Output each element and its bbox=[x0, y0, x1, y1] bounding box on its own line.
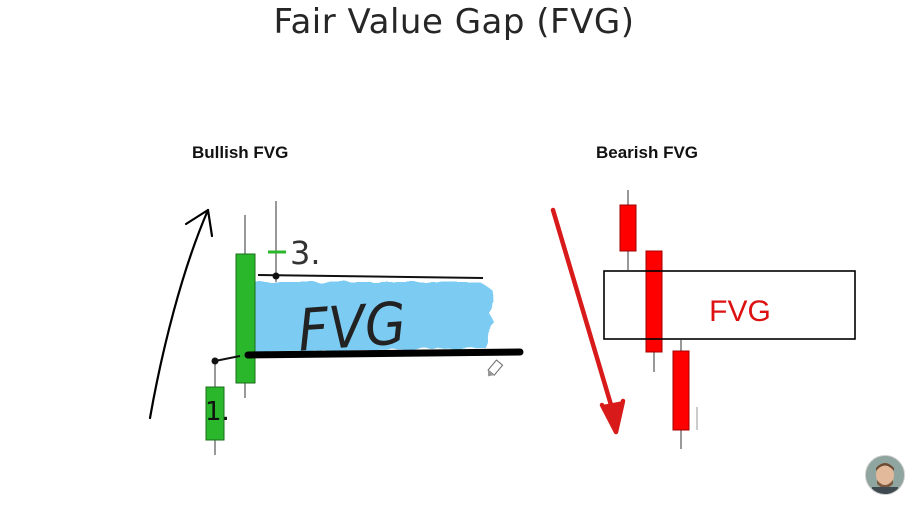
bullish-gap-top-line bbox=[257, 272, 484, 280]
candle-3-marker: 3. bbox=[290, 234, 321, 272]
bullish-candle-1 bbox=[205, 362, 225, 455]
bearish-trend-arrow bbox=[550, 207, 626, 435]
bearish-fvg-diagram: FVG bbox=[550, 190, 856, 449]
bullish-candle-3 bbox=[268, 201, 286, 282]
pen-cursor-icon bbox=[487, 359, 504, 377]
bearish-candle-2 bbox=[645, 250, 663, 372]
bullish-gap-bottom-line bbox=[211, 348, 524, 365]
bearish-candle-3 bbox=[672, 340, 690, 449]
presenter-avatar-icon bbox=[865, 455, 905, 495]
bearish-fvg-heading: Bearish FVG bbox=[596, 143, 699, 162]
bullish-fvg-diagram: FVG 3. 1. bbox=[148, 201, 524, 455]
bullish-fvg-heading: Bullish FVG bbox=[192, 143, 289, 162]
bullish-fvg-label: FVG bbox=[296, 289, 408, 364]
bearish-gap-box bbox=[603, 270, 856, 340]
slide-title: Fair Value Gap (FVG) bbox=[273, 2, 635, 42]
bearish-candle-1 bbox=[619, 190, 637, 270]
candle-1-marker: 1. bbox=[205, 397, 230, 427]
bearish-fvg-label: FVG bbox=[709, 295, 771, 328]
bullish-trend-arrow bbox=[148, 208, 214, 420]
bullish-candle-2 bbox=[235, 215, 256, 398]
bullish-gap-highlight bbox=[252, 282, 494, 352]
